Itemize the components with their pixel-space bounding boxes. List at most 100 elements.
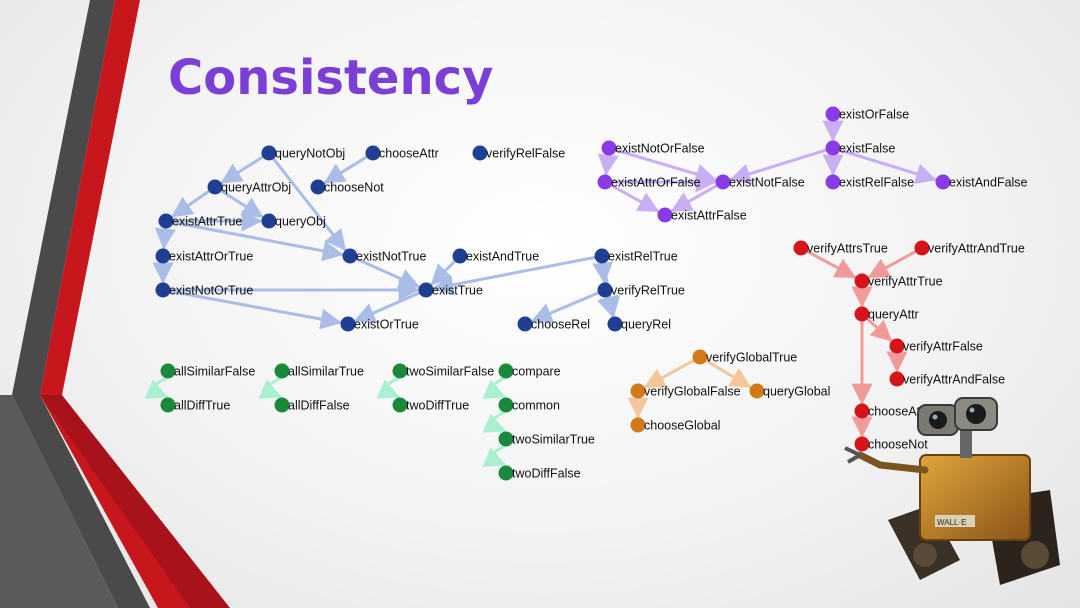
graph-node-existFalse: existFalse [825,140,895,156]
robot-arm [856,451,929,474]
graph-node-marker [310,179,326,195]
graph-node-existNotOrTrue: existNotOrTrue [155,282,253,298]
graph-node-queryAttrObj: queryAttrObj [207,179,291,195]
graph-node-existRelFalse: existRelFalse [825,174,914,190]
graph-node-marker [914,240,930,256]
graph-node-marker [207,179,223,195]
graph-node-marker [261,213,277,229]
graph-node-existNotFalse: existNotFalse [715,174,805,190]
graph-node-label: queryNotObj [275,147,345,161]
graph-node-label: existAndTrue [466,250,539,264]
graph-node-marker [498,431,514,447]
graph-node-marker [597,174,613,190]
graph-node-marker [261,145,277,161]
graph-node-label: twoDiffFalse [512,467,581,481]
graph-node-verifyAttrAndTrue: verifyAttrAndTrue [914,240,1025,256]
graph-edge-queryNotObj-to-existNotTrue [272,157,347,251]
graph-edge-existTrue-to-existOrTrue [353,291,421,323]
graph-edge-existFalse-to-existNotFalse [729,148,828,184]
graph-edge-existNotTrue-to-existTrue [355,257,421,289]
robot-wheel [1021,541,1049,569]
robot-eye-lens [966,404,986,424]
graph-edge-verifyAttrAndTrue-to-verifyAttrTrue [867,250,917,279]
robot-eye-lens [929,411,947,429]
graph-node-queryGlobal: queryGlobal [749,383,830,399]
graph-node-marker [498,363,514,379]
graph-node-label: chooseAttr [868,405,928,419]
graph-node-queryRel: queryRel [607,316,671,332]
graph-node-marker [715,174,731,190]
robot-head [917,397,998,436]
graph-node-label: existTrue [432,284,483,298]
graph-edge-verifyGlobalTrue-to-queryGlobal [704,359,752,389]
graph-node-label: existAttrFalse [671,209,747,223]
graph-node-verifyAttrTrue: verifyAttrTrue [854,273,943,289]
graph-edge-common-to-twoSimilarTrue [482,411,506,433]
graph-node-label: allDiffFalse [288,399,350,413]
graph-node-marker [392,363,408,379]
graph-node-queryAttr: queryAttr [854,306,919,322]
graph-node-verifyAttrsTrue: verifyAttrsTrue [793,240,888,256]
graph-node-label: verifyAttrAndFalse [903,373,1005,387]
graph-node-marker [274,397,290,413]
graph-node-label: twoDiffTrue [406,399,469,413]
graph-node-allDiffFalse: allDiffFalse [274,397,350,413]
graph-node-marker [594,248,610,264]
graph-node-marker [692,349,708,365]
graph-node-verifyGlobalFalse: verifyGlobalFalse [630,383,741,399]
graph-node-chooseAttr: chooseAttr [365,145,439,161]
graph-node-marker [498,465,514,481]
graph-node-queryNotObj: queryNotObj [261,145,345,161]
graph-node-existNotOrFalse: existNotOrFalse [601,140,705,156]
graph-node-label: existFalse [839,142,895,156]
graph-node-label: verifyAttrFalse [903,340,983,354]
graph-node-allSimilarTrue: allSimilarTrue [274,363,364,379]
stripe-gray-inner [0,395,118,608]
graph-node-marker [825,106,841,122]
graph-node-existAttrTrue: existAttrTrue [158,213,242,229]
graph-node-label: chooseAttr [379,147,439,161]
graph-node-label: queryRel [621,318,671,332]
graph-edge-allSimilarFalse-to-allDiffTrue [144,377,168,399]
graph-node-label: allSimilarTrue [288,365,364,379]
graph-node-allDiffTrue: allDiffTrue [160,397,230,413]
graph-node-twoSimilarTrue: twoSimilarTrue [498,431,595,447]
graph-edge-chooseAttr-to-chooseNot [323,155,369,185]
graph-node-marker [935,174,951,190]
graph-edge-twoSimilarFalse-to-twoDiffTrue [376,377,400,399]
graph-node-marker [160,363,176,379]
graph-node-verifyRelFalse: verifyRelFalse [472,145,565,161]
graph-node-marker [793,240,809,256]
graph-node-chooseRel: chooseRel [517,316,590,332]
robot-badge-text: WALL·E [937,518,967,527]
graph-node-existAttrOrFalse: existAttrOrFalse [597,174,701,190]
graph-node-marker [342,248,358,264]
graph-node-label: existAttrOrFalse [611,176,701,190]
graph-node-label: queryAttrObj [221,181,291,195]
graph-node-verifyAttrFalse: verifyAttrFalse [889,338,983,354]
graph-node-label: existNotFalse [729,176,805,190]
stripe-red-lower [40,395,230,608]
graph-edge-verifyAttrsTrue-to-verifyAttrTrue [806,250,857,279]
graph-node-compare: compare [498,363,561,379]
graph-node-verifyRelTrue: verifyRelTrue [597,282,685,298]
graph-node-marker [854,436,870,452]
graph-node-existAndFalse: existAndFalse [935,174,1028,190]
robot-eye-glint [932,414,938,420]
graph-edge-queryAttrObj-to-queryObj [219,189,264,218]
graph-node-existAttrOrTrue: existAttrOrTrue [155,248,253,264]
graph-node-label: allSimilarFalse [174,365,255,379]
graph-node-label: existAndFalse [949,176,1028,190]
graph-node-label: chooseNot [868,438,928,452]
graph-node-marker [418,282,434,298]
graph-node-label: verifyGlobalFalse [644,385,741,399]
graph-nodes: queryNotObj chooseAttr verifyRelFalse query… [155,106,1028,481]
graph-node-label: existOrTrue [354,318,419,332]
graph-edge-existAttrOrFalse-to-existAttrFalse [610,184,660,213]
graph-node-label: verifyRelFalse [486,147,565,161]
graph-node-marker [749,383,765,399]
graph-node-marker [158,213,174,229]
graph-node-marker [854,403,870,419]
graph-node-chooseNotRed: chooseNot [854,436,928,452]
